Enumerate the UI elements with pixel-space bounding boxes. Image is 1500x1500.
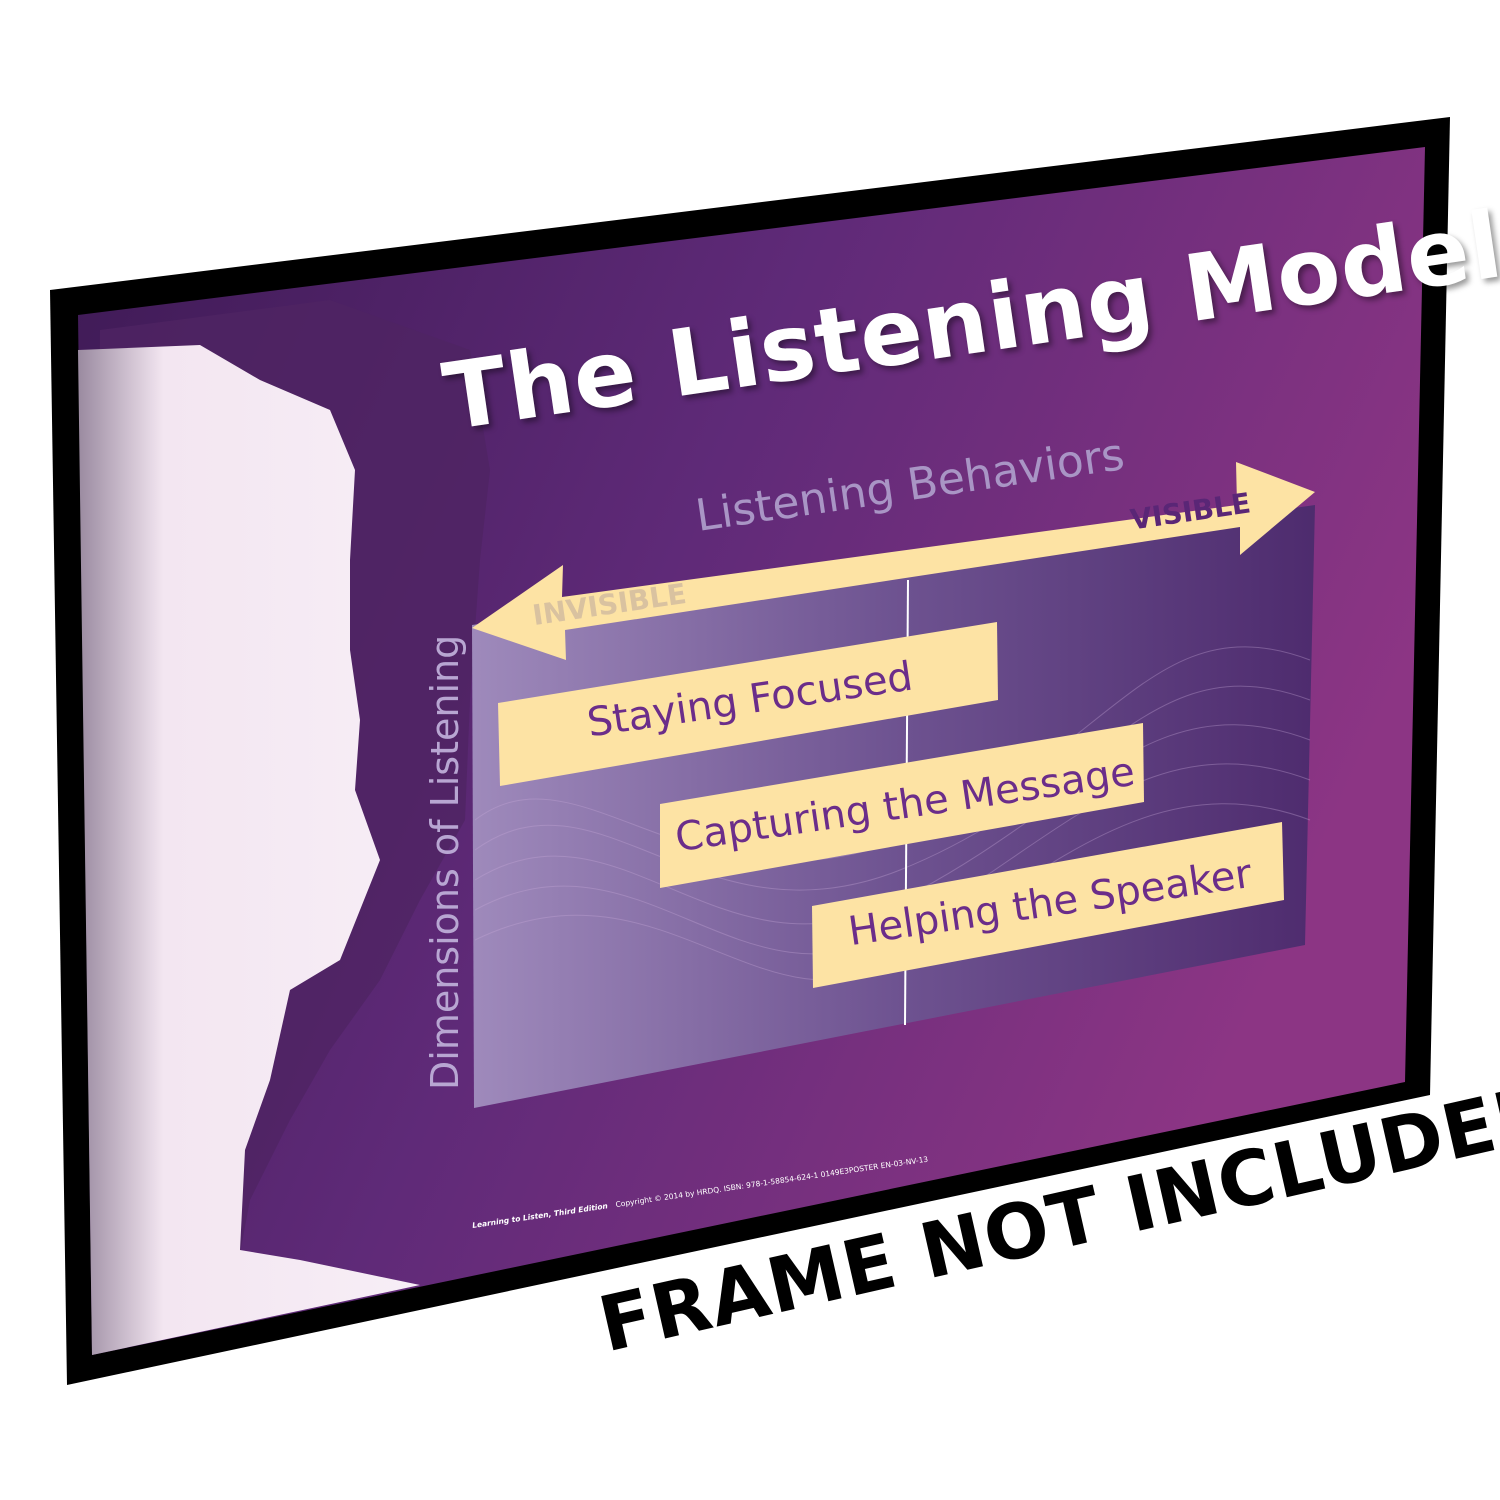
box-capturing-message [660,723,1144,888]
box-helping-speaker [812,822,1284,988]
head-silhouette [78,345,420,1355]
side-label: Dimensions of Listening [423,634,467,1090]
box-staying-focused [498,622,998,786]
double-arrow [472,462,1315,660]
